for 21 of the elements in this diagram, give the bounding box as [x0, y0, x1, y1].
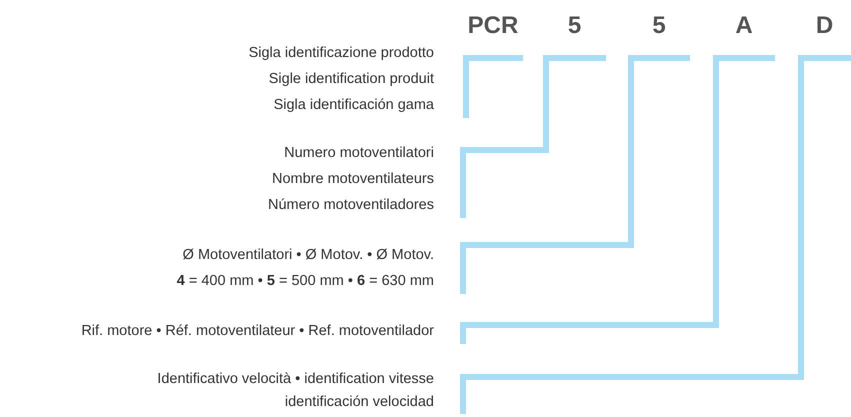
code-letter: 5	[628, 6, 690, 55]
description-text: Sigla identificación gama	[272, 96, 434, 115]
leader-line	[460, 55, 690, 294]
description-text: Numero motoventilatori	[283, 144, 434, 163]
leader-line	[460, 55, 851, 414]
description-text: Ø Motoventilatori • Ø Motov. • Ø Motov.	[182, 246, 434, 265]
code-letter: 5	[543, 6, 606, 55]
description-text: Nombre motoventilateurs	[271, 170, 434, 189]
description-text: 4 = 400 mm • 5 = 500 mm • 6 = 630 mm	[176, 272, 434, 291]
code-letter: D	[798, 6, 851, 55]
description-text: Número motoventiladores	[266, 196, 434, 215]
code-letter: A	[713, 6, 775, 55]
description-text: Sigle identification produit	[268, 70, 434, 89]
description-text: Sigla identificazione prodotto	[248, 44, 434, 63]
description-text: Identificativo velocità • identification vitesse	[156, 370, 434, 389]
code-letter: PCR	[463, 6, 523, 55]
leader-line	[460, 55, 775, 344]
leader-line	[460, 55, 606, 218]
description-text: Rif. motore • Réf. motoventilateur • Ref. motoventilador	[80, 322, 434, 341]
leader-line	[463, 55, 523, 118]
description-text: identificación velocidad	[284, 393, 434, 412]
